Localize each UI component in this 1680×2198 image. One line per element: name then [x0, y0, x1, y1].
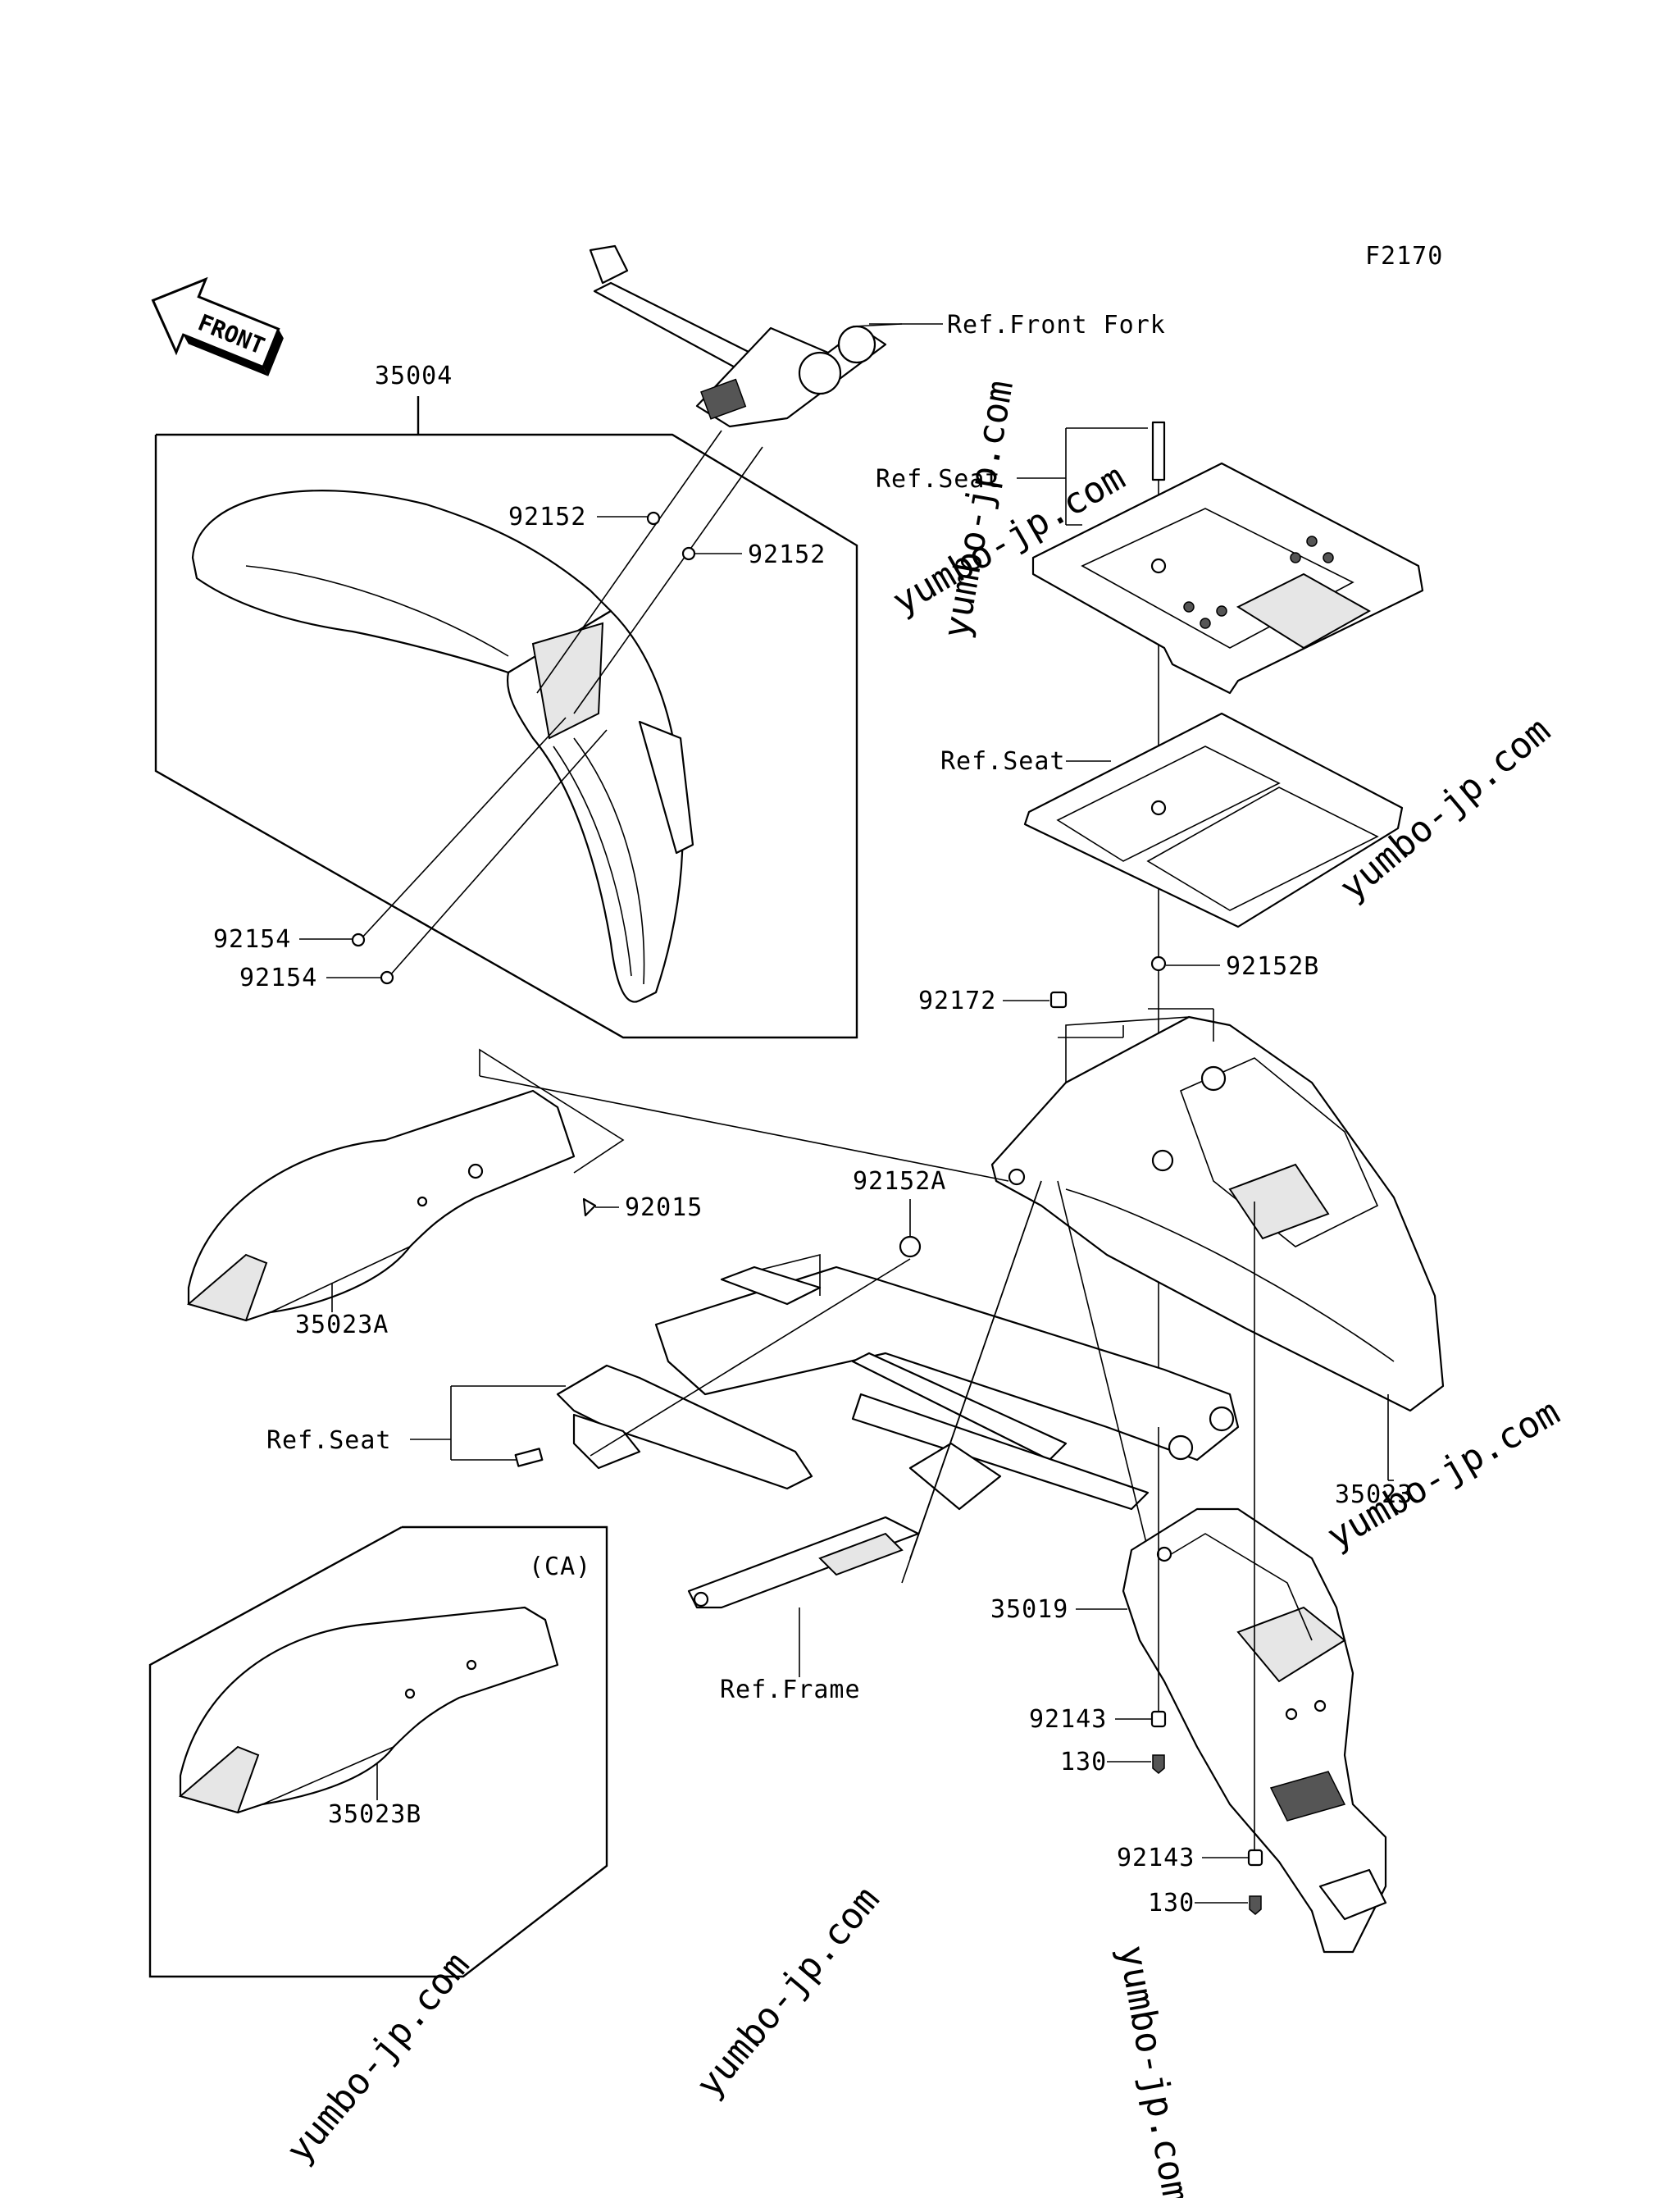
- ref-seat-left: Ref.Seat: [266, 1426, 392, 1455]
- ca-variant-group: (CA) 35023B: [148, 1525, 608, 1978]
- part-92154-lower: 92154: [239, 964, 317, 992]
- frame-assembly: 92152A Ref.Frame Ref.Seat: [266, 1167, 1240, 1704]
- figure-code: F2170: [1365, 242, 1443, 271]
- front-arrow-icon: FRONT: [151, 276, 284, 376]
- callouts-front: 92152 92152 92154 92154 Ref.Front Fork: [213, 311, 1166, 992]
- watermark: yumbo-jp.com: [936, 377, 1022, 641]
- part-35023B: 35023B: [328, 1800, 421, 1829]
- part-92152B: 92152B: [1226, 952, 1319, 981]
- part-92152A: 92152A: [853, 1167, 946, 1196]
- part-130-upper: 130: [1060, 1748, 1107, 1776]
- ref-front-fork: Ref.Front Fork: [947, 311, 1166, 340]
- front-fender-group: 35004: [154, 362, 858, 1039]
- part-130-lower: 130: [1148, 1889, 1195, 1918]
- part-35023: 35023: [1335, 1480, 1413, 1509]
- flap-35023A: 92015 35023A: [186, 1048, 703, 1339]
- part-92172: 92172: [918, 987, 996, 1015]
- part-35019: 35019: [990, 1595, 1068, 1624]
- watermark: yumbo-jp.com: [278, 1945, 477, 2171]
- ref-frame: Ref.Frame: [720, 1676, 861, 1704]
- watermark: yumbo-jp.com: [1110, 1942, 1196, 2198]
- seat-plates: Ref.Seat Ref.Seat 92152B: [876, 421, 1424, 1427]
- part-35023A: 35023A: [295, 1311, 389, 1339]
- watermark: yumbo-jp.com: [688, 1879, 887, 2105]
- part-92152-right: 92152: [748, 540, 826, 569]
- ref-seat-top: Ref.Seat: [876, 465, 1001, 494]
- watermark: yumbo-jp.com: [1320, 1391, 1567, 1557]
- rear-fender: 92172 35023: [479, 987, 1445, 1509]
- part-92143-lower: 92143: [1117, 1844, 1195, 1872]
- part-35004: 35004: [375, 362, 453, 390]
- front-fork-assembly: [589, 244, 903, 428]
- part-92015: 92015: [625, 1193, 703, 1222]
- rear-flap-35019: 35019 92143 130 92143 130: [990, 1202, 1387, 1954]
- part-92154-upper: 92154: [213, 925, 291, 954]
- part-92143-upper: 92143: [1029, 1705, 1107, 1734]
- ref-seat-mid: Ref.Seat: [940, 747, 1066, 776]
- ca-tag: (CA): [529, 1553, 591, 1581]
- part-92152-left: 92152: [508, 503, 586, 531]
